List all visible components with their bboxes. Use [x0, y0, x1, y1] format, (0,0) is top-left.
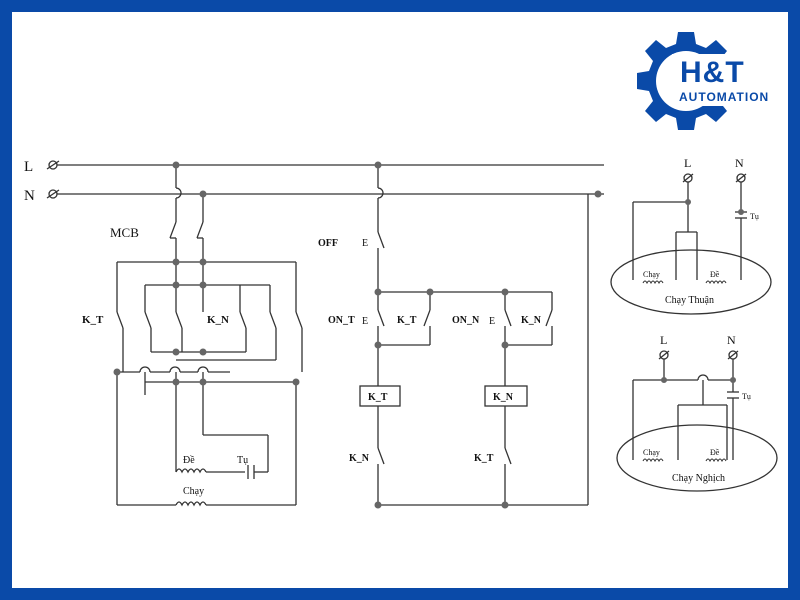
brand-tagline: AUTOMATION	[679, 90, 770, 104]
kt-contact-1	[116, 311, 124, 329]
kt-contact-3	[175, 311, 183, 329]
label-contactor-forward: K_T	[82, 314, 104, 326]
inset-rev-cap: Tụ	[742, 392, 751, 401]
power-circuit	[116, 165, 303, 507]
pushbutton-mark-on-n: E	[489, 316, 495, 327]
run-winding-coil	[175, 501, 207, 507]
inset-rev-run-coil	[642, 458, 664, 463]
inset-rev-start: Đề	[710, 448, 720, 457]
kn-contact-2	[269, 311, 277, 329]
label-contactor-reverse: K_N	[207, 314, 229, 326]
forward-motor-oval	[610, 249, 772, 315]
logo-text-backdrop	[672, 54, 784, 106]
coil-kt-box	[359, 385, 401, 407]
pushbutton-mark-on-t: E	[362, 316, 368, 327]
on-n-contact	[504, 309, 512, 327]
inset-fwd-n: N	[735, 156, 744, 170]
inset-rev-start-coil	[705, 458, 727, 463]
kt-contact-2	[144, 311, 152, 329]
label-coil-forward: K_T	[368, 392, 388, 403]
label-coil-reverse: K_N	[493, 392, 514, 403]
start-winding-coil	[175, 468, 207, 474]
reverse-inset	[616, 350, 778, 492]
label-hold-reverse: K_N	[521, 315, 542, 326]
inset-fwd-start-coil	[705, 280, 727, 285]
inset-rev-l: L	[660, 333, 667, 347]
label-interlock-forward: K_N	[349, 453, 370, 464]
inset-fwd-cap: Tụ	[750, 212, 759, 221]
off-contact	[377, 231, 385, 249]
label-on-n-button: ON_N	[452, 315, 480, 326]
forward-inset	[610, 173, 772, 315]
label-on-t-button: ON_T	[328, 315, 355, 326]
inset-fwd-l: L	[684, 156, 691, 170]
supply-bus	[46, 160, 604, 199]
interlock-kt-contact	[504, 447, 512, 465]
label-interlock-reverse: K_T	[474, 453, 494, 464]
label-hold-forward: K_T	[397, 315, 417, 326]
label-line: L	[24, 159, 33, 175]
reverse-motor-oval	[616, 424, 778, 492]
on-t-contact	[377, 309, 385, 327]
kn-contact-3	[295, 311, 303, 329]
label-run-winding: Chạy	[183, 486, 204, 497]
inset-rev-caption: Chạy Nghịch	[672, 473, 725, 484]
inset-rev-n: N	[727, 333, 736, 347]
label-capacitor: Tụ	[237, 455, 248, 466]
label-off-button: OFF	[318, 238, 338, 249]
control-circuit	[359, 165, 589, 506]
hold-n-contact	[545, 309, 553, 327]
kn-contact-1	[239, 311, 247, 329]
inset-fwd-caption: Chạy Thuận	[665, 295, 714, 306]
mcb-pole-1	[169, 221, 177, 239]
inset-fwd-run-coil	[642, 280, 664, 285]
coil-kn-box	[484, 385, 528, 407]
label-neutral: N	[24, 188, 35, 204]
label-mcb: MCB	[110, 225, 139, 240]
inset-rev-run: Chạy	[643, 448, 660, 457]
brand-name: H&T	[680, 56, 745, 89]
label-start-winding: Đề	[183, 455, 195, 466]
hold-t-contact	[423, 309, 431, 327]
interlock-kn-contact	[377, 447, 385, 465]
inset-fwd-run: Chạy	[643, 270, 660, 279]
pushbutton-mark-off: E	[362, 238, 368, 249]
inset-fwd-start: Đề	[710, 270, 720, 279]
mcb-pole-2	[196, 221, 204, 239]
